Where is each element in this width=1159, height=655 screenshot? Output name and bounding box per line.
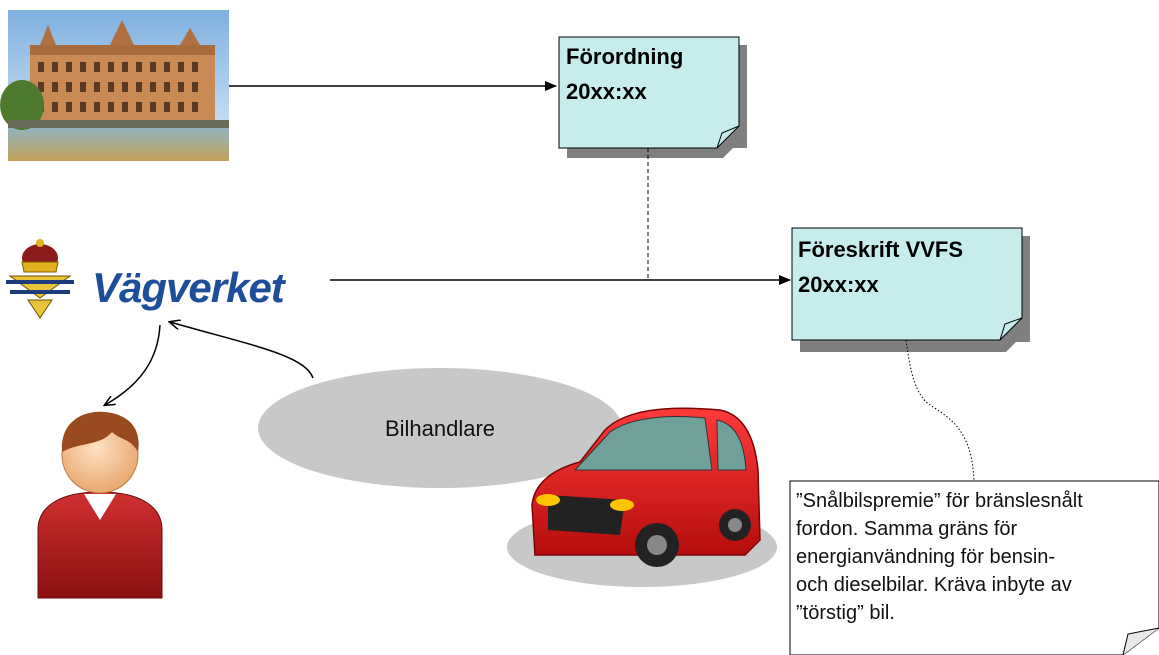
vagverket-logo: Vägverket [6, 239, 288, 319]
foreskrift-title: Föreskrift VVFS [798, 237, 963, 262]
foreskrift-number: 20xx:xx [798, 272, 880, 297]
forordning-number: 20xx:xx [566, 79, 648, 104]
person-icon [37, 411, 163, 599]
arrow-vagverket-to-person [105, 324, 161, 405]
car-icon [507, 407, 777, 587]
forordning-note[interactable]: Förordning 20xx:xx [558, 36, 747, 158]
crown-emblem-icon [6, 239, 74, 319]
bilhandlare-label: Bilhandlare [385, 416, 495, 441]
forordning-title: Förordning [566, 44, 683, 69]
arrow-bilhandlare-to-vagverket [170, 322, 314, 379]
foreskrift-note[interactable]: Föreskrift VVFS 20xx:xx [791, 227, 1030, 352]
bilhandlare-cloud[interactable] [258, 368, 622, 488]
comment-text: ”Snålbilspremie” för bränslesnålt fordon… [796, 490, 1083, 624]
dotted-link-comment [905, 339, 975, 482]
comment-box [789, 480, 1159, 655]
brand-name: Vägverket [92, 264, 287, 311]
government-building-photo [0, 10, 229, 161]
